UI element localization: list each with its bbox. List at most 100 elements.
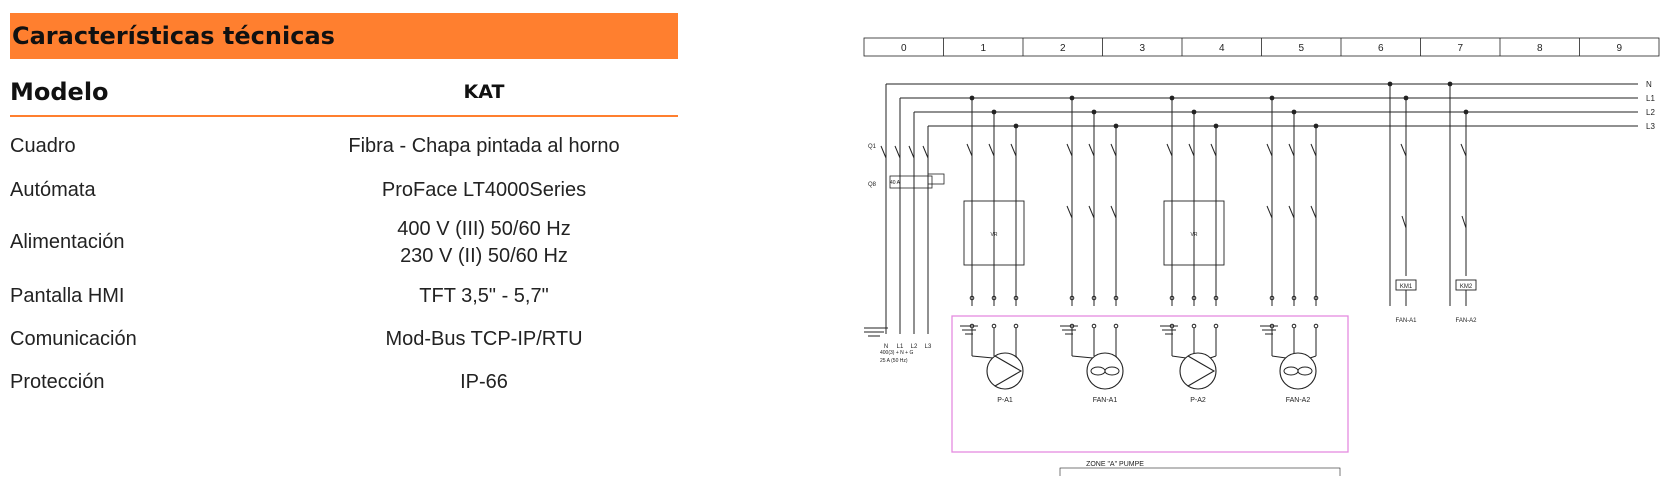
motor-label: P-A1	[997, 397, 1013, 404]
ruler-number: 8	[1537, 43, 1543, 54]
feed-terminal-label: L3	[925, 344, 932, 350]
rating-label: 40 A	[890, 180, 901, 186]
contactor-contact	[1266, 205, 1273, 219]
spec-row-label: Cuadro	[10, 134, 76, 157]
header-label: Modelo	[10, 78, 109, 106]
junction-dot	[1447, 81, 1453, 87]
spec-value-line: TFT 3,5" - 5,7"	[419, 284, 549, 307]
breaker-contact	[894, 145, 901, 166]
breaker-contact	[1210, 143, 1217, 157]
breaker-contact	[1066, 143, 1073, 157]
rcd-box	[927, 173, 945, 185]
breaker-contact	[1288, 143, 1295, 157]
control-label: FAN-A1	[1395, 318, 1417, 324]
spec-row-value: TFT 3,5" - 5,7"	[290, 283, 678, 310]
vfd-label: VR	[1191, 232, 1198, 238]
coil-label: KM1	[1400, 284, 1413, 290]
terminal	[991, 295, 997, 301]
motor-lead	[1309, 355, 1317, 359]
spec-row-label: Protección	[10, 370, 105, 393]
terminal	[1069, 295, 1075, 301]
junction-dot	[1113, 123, 1119, 129]
spec-value-line: ProFace LT4000Series	[381, 178, 587, 201]
feed-terminal-label: N	[884, 344, 888, 350]
junction-dot	[1013, 123, 1019, 129]
junction-dot	[1313, 123, 1319, 129]
contactor-contact	[1310, 205, 1317, 219]
ruler-number: 4	[1219, 43, 1225, 54]
ruler-number: 6	[1378, 43, 1384, 54]
control-contact	[1461, 215, 1467, 229]
spec-value-line: Fibra - Chapa pintada al horno	[348, 134, 620, 157]
feed-terminal-label: L1	[897, 344, 904, 350]
spec-value-line: 230 V (II) 50/60 Hz	[400, 244, 568, 267]
terminal	[1169, 295, 1175, 301]
junction-dot	[1387, 81, 1393, 87]
zone-label: ZONE "A" PUMPE	[1086, 461, 1144, 468]
header-value: KAT	[463, 81, 505, 103]
feed-terminal-label: L2	[911, 344, 918, 350]
spec-row-value: Mod-Bus TCP-IP/RTU	[290, 326, 678, 353]
motor-label: P-A2	[1190, 397, 1206, 404]
spec-row-label: Comunicación	[10, 327, 137, 350]
spec-row: Protección IP-66	[10, 360, 678, 404]
spec-row: Autómata ProFace LT4000Series	[10, 169, 678, 211]
ruler-number: 9	[1616, 43, 1622, 54]
main-breaker-box	[889, 175, 933, 189]
spec-row-label: Alimentación	[10, 231, 125, 253]
device-tag: Q8	[868, 182, 877, 188]
bus-label: L1	[1646, 94, 1655, 103]
breaker-contact	[922, 145, 929, 166]
spec-row-value: IP-66	[290, 369, 678, 396]
breaker-contact	[1166, 143, 1173, 157]
motor-circle	[1179, 352, 1217, 390]
motor-lead	[1171, 355, 1187, 359]
spec-value-line: IP-66	[460, 370, 508, 393]
ruler-number: 3	[1139, 43, 1145, 54]
bus-label: L2	[1646, 108, 1655, 117]
junction-dot	[1191, 109, 1197, 115]
spec-title-banner: Características técnicas	[10, 13, 678, 59]
breaker-contact	[1266, 143, 1273, 157]
ruler-number: 2	[1060, 43, 1066, 54]
breaker-contact	[966, 143, 973, 157]
terminal	[1113, 295, 1119, 301]
terminal	[1091, 323, 1097, 329]
terminal	[969, 295, 975, 301]
spec-title: Características técnicas	[12, 22, 335, 50]
breaker-contact	[988, 143, 995, 157]
contactor-contact	[1288, 205, 1295, 219]
vfd-box	[1163, 200, 1225, 266]
breaker-contact	[1460, 143, 1467, 157]
motor-circle	[986, 352, 1024, 390]
ruler-number: 0	[901, 43, 907, 54]
title-block	[1059, 467, 1341, 479]
fan-icon	[1104, 366, 1120, 376]
ruler-number: 7	[1457, 43, 1463, 54]
breaker-contact	[880, 145, 887, 166]
spec-header-row: Modelo KAT	[10, 69, 678, 117]
contactor-contact	[1066, 205, 1073, 219]
vfd-box	[963, 200, 1025, 266]
breaker-contact	[1088, 143, 1095, 157]
motor-lead	[1209, 355, 1217, 359]
terminal	[1313, 323, 1319, 329]
supply-note: 400(3) + N + G	[880, 350, 913, 356]
motor-label: FAN-A1	[1093, 397, 1118, 404]
motor-lead	[1271, 355, 1287, 359]
terminal	[1013, 295, 1019, 301]
spec-row-label: Autómata	[10, 178, 96, 201]
junction-dot	[1091, 109, 1097, 115]
terminal	[1091, 295, 1097, 301]
terminal	[1191, 295, 1197, 301]
terminal	[1013, 323, 1019, 329]
spec-row-label: Pantalla HMI	[10, 284, 125, 307]
spec-table: Características técnicas Modelo KAT Cuad…	[10, 13, 678, 404]
control-label: FAN-A2	[1455, 318, 1477, 324]
terminal	[1113, 323, 1119, 329]
control-contact	[1401, 215, 1407, 229]
